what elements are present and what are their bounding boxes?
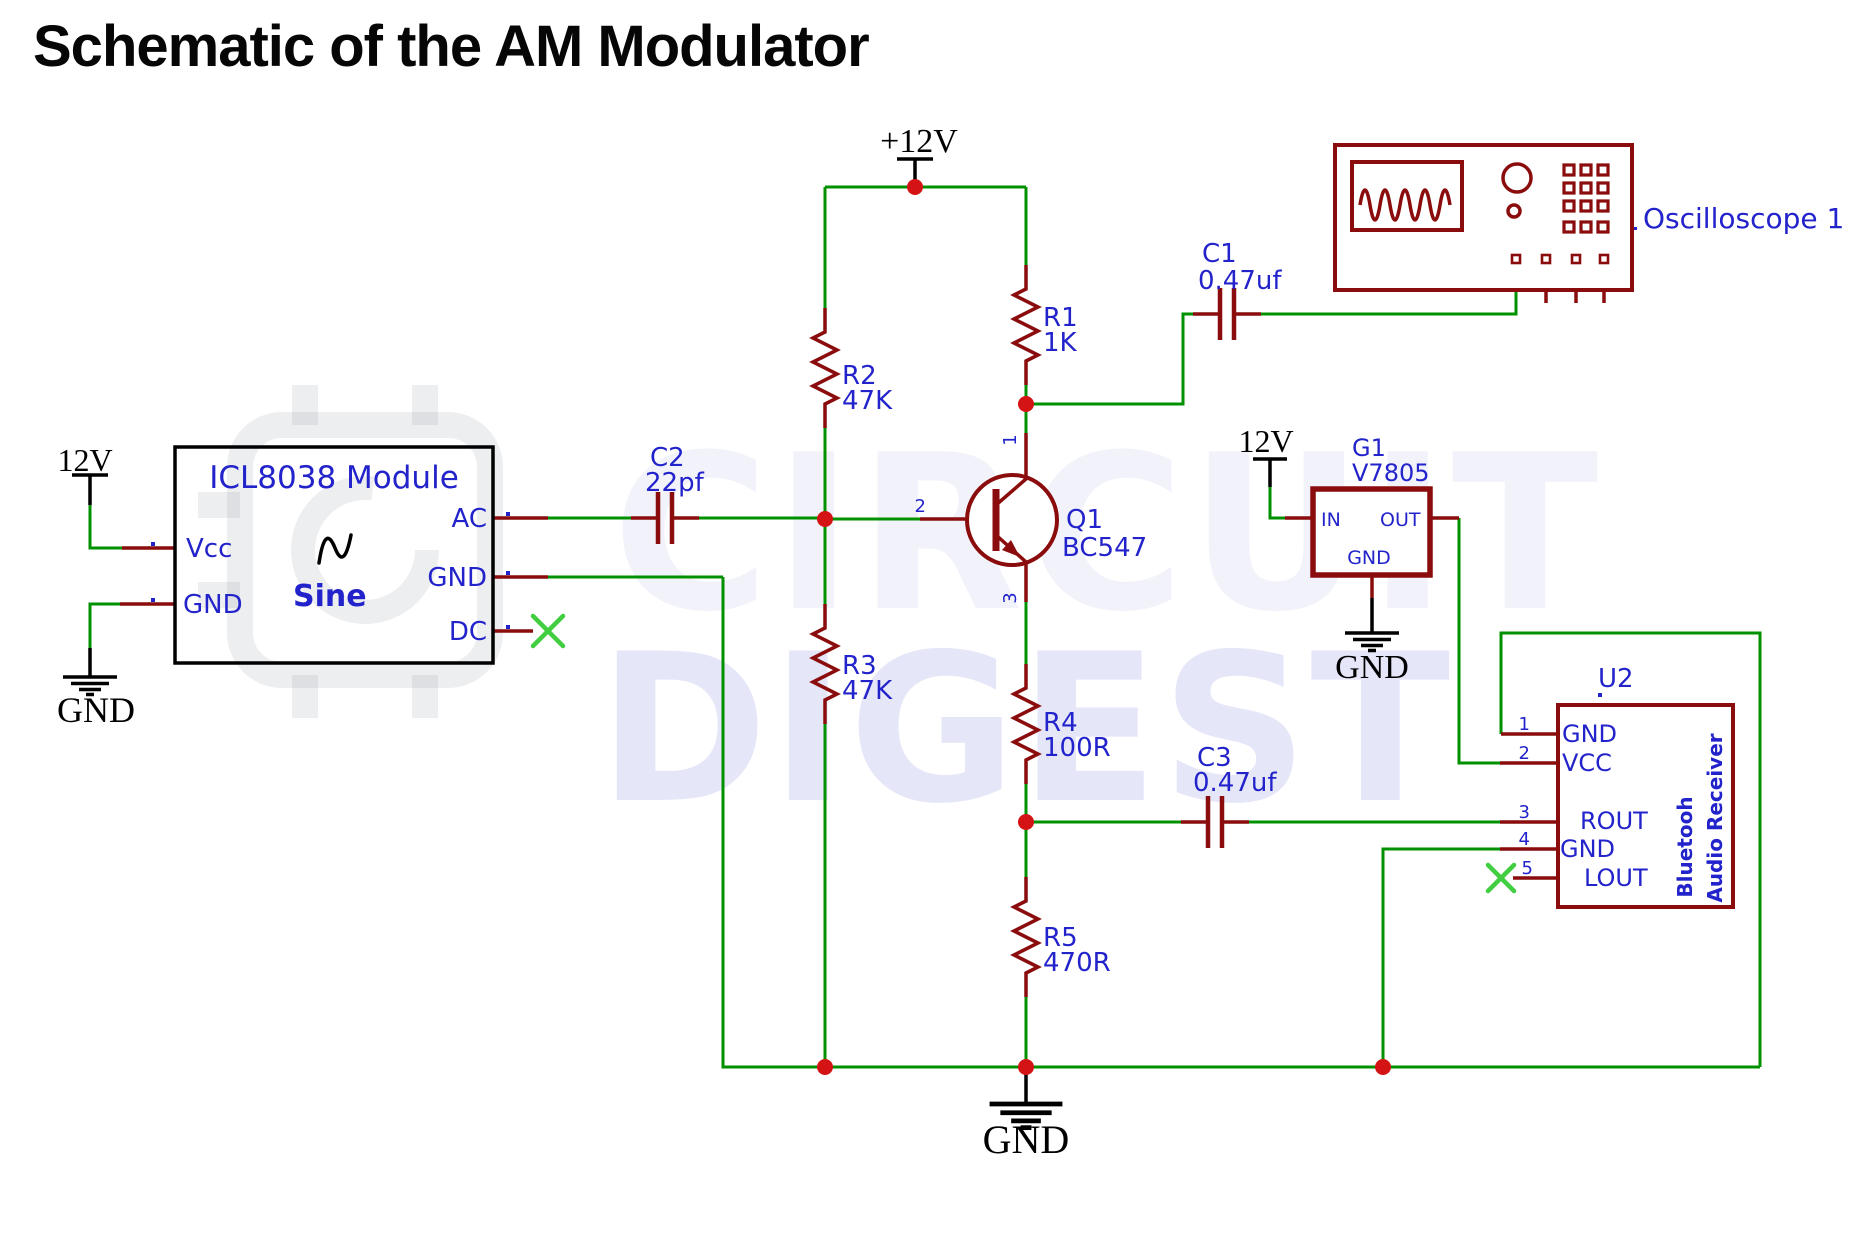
wires (88, 185, 1762, 1069)
wire-ground-rail (721, 577, 1760, 1069)
g1-ref: G1 (1352, 434, 1386, 462)
q1-pin3-number: 3 (1000, 592, 1021, 603)
r3-value: 47K (842, 676, 893, 706)
scope-probe-ports (1510, 253, 1610, 265)
plus12v-label: +12V (880, 123, 958, 160)
wire-u2-gnd-loop (1499, 631, 1762, 1067)
g1-pin-out: OUT (1380, 509, 1421, 531)
q1-ref: Q1 (1066, 505, 1103, 535)
page-title: Schematic of the AM Modulator (33, 14, 869, 79)
u2-pin-number: 4 (1519, 829, 1530, 850)
wire-module-gnd-left (88, 602, 120, 648)
wire-g1-out-to-vcc (1457, 518, 1500, 765)
r4-ref: R4 (1043, 708, 1078, 738)
u2-name-line1: Bluetooh (1673, 796, 1697, 897)
regulator-g1-body (1310, 486, 1433, 578)
r2-value: 47K (842, 386, 893, 416)
g1-12v-bar (1253, 457, 1287, 487)
resistor-r5 (1012, 875, 1040, 999)
junction-dots (817, 179, 1391, 1075)
sine-wave-icon (317, 533, 353, 565)
g1-12v-label: 12V (1238, 423, 1293, 459)
scope-keypad (1562, 163, 1610, 234)
scope-screen (1350, 160, 1464, 232)
wire-u2-gnd4 (1381, 847, 1500, 1067)
module-pin-gnd-left: GND (183, 590, 243, 620)
u2-pin-number: 2 (1519, 743, 1530, 764)
g1-pin-in: IN (1321, 509, 1341, 531)
no-connect-icon-dc (530, 613, 566, 649)
g1-pin-gnd: GND (1347, 547, 1391, 569)
scope-knob-large (1501, 162, 1533, 194)
wire-node-to-c1 (1026, 312, 1193, 406)
main-gnd-label: GND (983, 1117, 1070, 1162)
watermark-line1: CIRCUIT (612, 408, 1602, 659)
module-pin-dc: DC (449, 617, 487, 647)
r5-ref: R5 (1043, 923, 1078, 953)
module-pin-gnd-right: GND (427, 563, 487, 593)
q1-pin2-number: 2 (915, 496, 926, 517)
module-pin-vcc: Vcc (186, 534, 232, 564)
u2-pin-label: GND (1560, 835, 1615, 863)
wire-module-12v (88, 505, 122, 550)
u2-pin-label: ROUT (1580, 807, 1648, 835)
module-waveform-label: Sine (293, 579, 367, 614)
scope-trace-icon (1358, 188, 1452, 222)
r3-ref: R3 (842, 651, 877, 681)
icl8038-module (173, 445, 495, 665)
u2-pin-label: GND (1562, 720, 1617, 748)
pin-endpoint-dots (151, 227, 1637, 697)
c1-ref: C1 (1202, 239, 1237, 269)
npn-arrow-icon (1002, 540, 1020, 557)
c2-ref: C2 (650, 443, 685, 473)
watermark-chip-logo-icon (198, 385, 503, 718)
c2-value: 22pf (645, 468, 705, 498)
no-connect-icon-lout (1485, 862, 1517, 894)
r1-value: 1K (1043, 328, 1078, 358)
circuitdigest-watermark: CIRCUIT DIGEST (198, 385, 1602, 849)
r2-ref: R2 (842, 361, 877, 391)
u2-ref: U2 (1598, 664, 1634, 694)
transistor-q1 (965, 433, 1059, 602)
u2-pin-number: 3 (1519, 802, 1530, 823)
module-title: ICL8038 Module (209, 460, 459, 496)
module-gnd-label: GND (57, 690, 135, 730)
resistor-r1 (1012, 263, 1040, 387)
scope-knob-small (1506, 203, 1522, 219)
q1-value: BC547 (1062, 533, 1147, 563)
left-12v-bar (72, 473, 108, 505)
c1-value: 0.47uf (1198, 266, 1282, 296)
r4-value: 100R (1043, 733, 1111, 763)
module-pin-ac: AC (452, 504, 487, 534)
u2-name-line2: Audio Receiver (1703, 733, 1727, 902)
u2-pin-number: 1 (1519, 714, 1530, 735)
u2-pin-number: 5 (1522, 858, 1533, 879)
module-12v-label: 12V (57, 442, 112, 478)
r5-value: 470R (1043, 948, 1111, 978)
wire-g1-12v (1268, 487, 1285, 520)
c3-ref: C3 (1197, 743, 1232, 773)
c3-value: 0.47uf (1193, 768, 1277, 798)
g1-gnd-label: GND (1335, 649, 1409, 686)
oscilloscope-label: Oscilloscope 1 (1643, 202, 1844, 235)
q1-pin1-number: 1 (1000, 434, 1021, 445)
bluetooth-u2-body (1556, 703, 1735, 909)
r1-ref: R1 (1043, 303, 1078, 333)
watermark-line2: DIGEST (598, 611, 1452, 849)
g1-value: V7805 (1352, 459, 1430, 487)
oscilloscope-instrument (1333, 143, 1634, 292)
u2-pin-label: LOUT (1584, 864, 1648, 892)
u2-pin-label: VCC (1562, 749, 1612, 777)
